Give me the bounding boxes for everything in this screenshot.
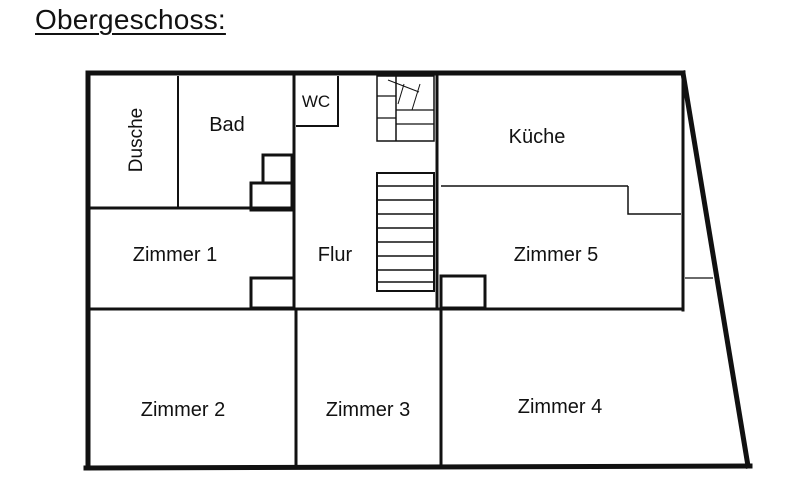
- label-zimmer1: Zimmer 1: [133, 244, 217, 266]
- label-zimmer5: Zimmer 5: [514, 244, 598, 266]
- room-labels: Dusche Bad WC Küche Zimmer 1 Flur Zimmer…: [126, 92, 602, 421]
- floor-title: Obergeschoss:: [35, 4, 226, 35]
- label-flur: Flur: [318, 244, 353, 266]
- stair-upper-frame: [376, 75, 435, 142]
- wall-slanted: [680, 70, 751, 469]
- staircase: [376, 75, 435, 292]
- label-dusche: Dusche: [126, 108, 147, 172]
- chimney-block-zimmer5: [439, 274, 487, 310]
- label-zimmer3: Zimmer 3: [326, 399, 410, 421]
- label-zimmer2: Zimmer 2: [141, 399, 225, 421]
- label-kueche: Küche: [509, 126, 566, 148]
- outer-walls: [83, 70, 753, 471]
- chimney-block-zimmer1: [249, 276, 296, 310]
- chimney-block-bad-upper: [261, 153, 294, 185]
- wc-box: [296, 76, 339, 127]
- chimney-blocks: [249, 153, 487, 310]
- wall-kueche-step: [627, 186, 681, 215]
- stair-lower-frame: [376, 172, 435, 292]
- interior-walls: [88, 73, 713, 468]
- wall-bottom: [83, 463, 753, 471]
- label-wc: WC: [302, 92, 330, 111]
- chimney-block-bad-lower: [249, 181, 294, 212]
- label-bad: Bad: [209, 114, 245, 136]
- label-zimmer4: Zimmer 4: [518, 396, 602, 418]
